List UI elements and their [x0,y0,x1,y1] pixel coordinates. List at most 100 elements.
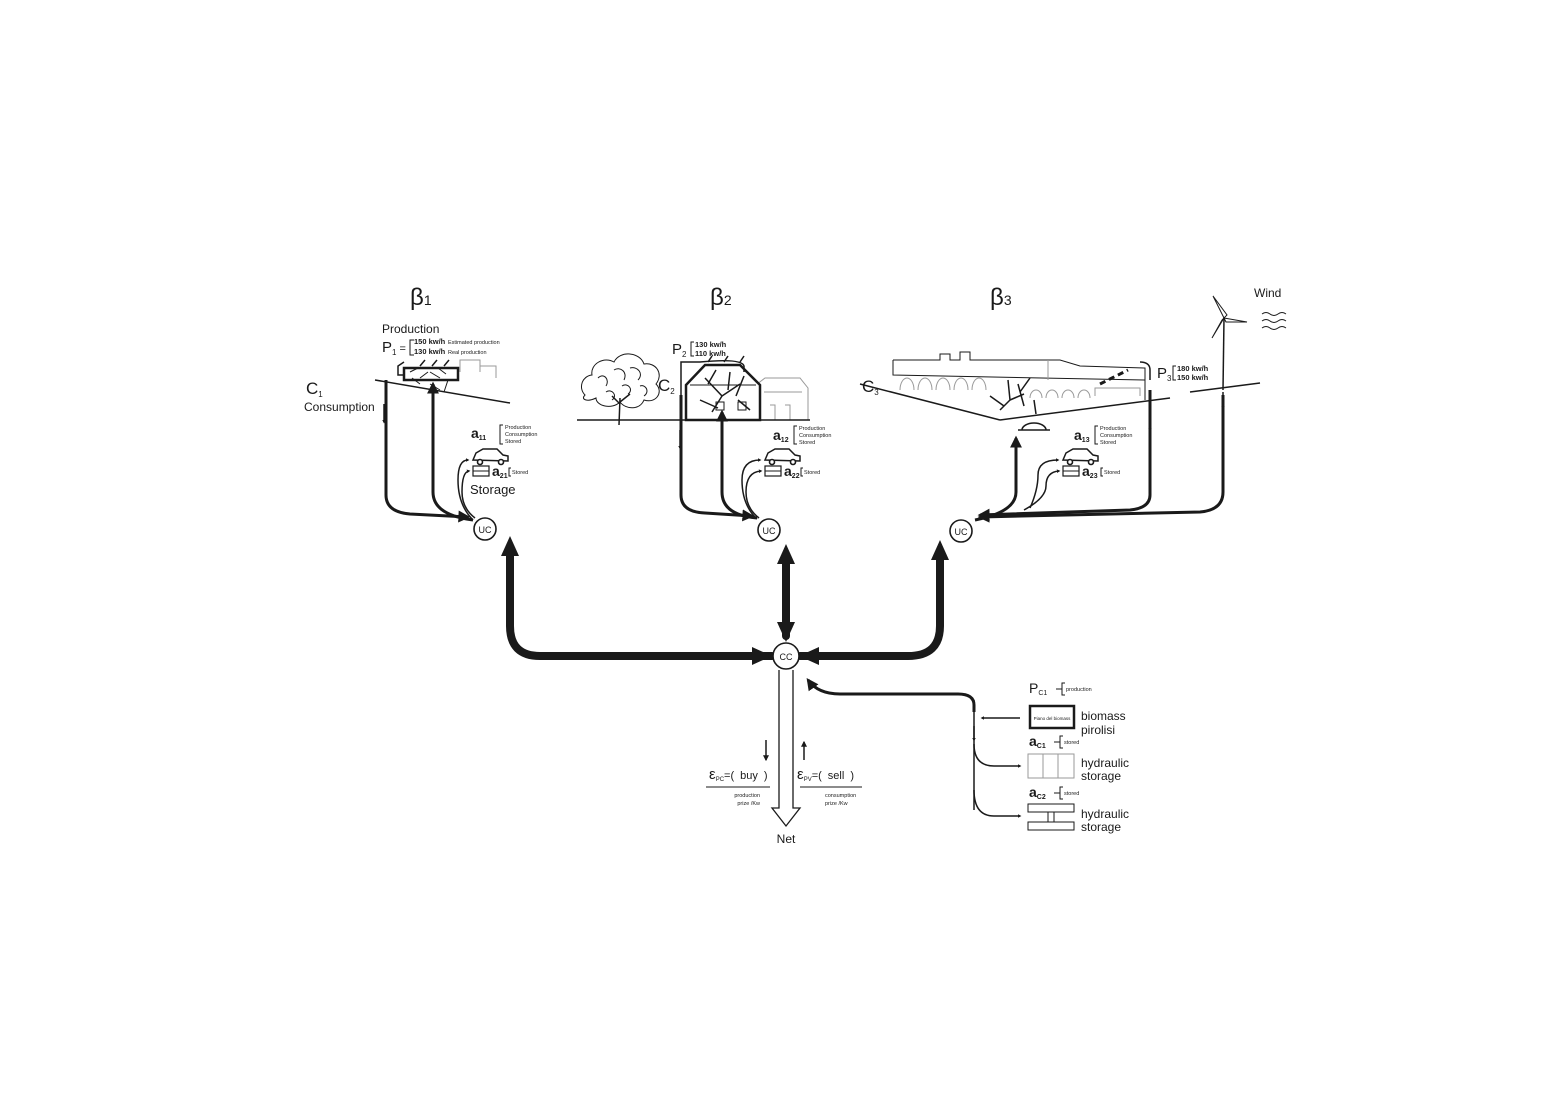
car-flow-2 [741,458,762,520]
ev-car-1-icon [471,448,509,462]
buy-formula: εPC=(buy) [709,766,768,783]
p3-bracket [1172,365,1176,381]
c3-label: C3 [862,377,879,397]
consumption-flow-3 [977,390,1152,521]
a12-list-0: Production [799,426,825,432]
p2-value-1: 130 kw/h [695,340,727,349]
sell-note-2: prize /Kw [825,801,848,807]
cc-uc3-link [796,552,944,660]
ground-line-3a [859,383,1001,421]
hydraulic-1-label-1: hydraulic [1081,756,1129,770]
turbine-ground-line [1189,382,1261,393]
hydraulic-2-flow [973,789,1022,818]
ac1-label: aC1 [1029,733,1046,750]
wind-turbine-icon [1211,295,1248,391]
p1-label: P1= [382,339,406,357]
pc1-list: production [1066,687,1092,693]
a22-label: a22 [784,463,800,480]
ground-line-1 [374,379,511,404]
ac2-list: stored [1064,791,1079,797]
a21-list-0: Stored [512,470,528,476]
car-flow-3 [1029,458,1060,509]
building-3-illustration [892,351,1146,431]
cluster-beta-3: β3 P3 180 kw/h 150 kw/h Wind C3 [859,284,1287,543]
wind-waves-icon [1261,312,1287,330]
consumption-flow-1 [384,380,471,523]
biomass-label-1: biomass [1081,709,1126,723]
production-flow-2 [716,409,758,520]
battery-flow-3 [1023,469,1061,511]
hydraulic-storage-2-icon [1027,803,1075,831]
beta-3-title: β3 [990,284,1012,311]
p3-label: P3 [1157,365,1172,383]
a11-list-1: Consumption [505,432,537,438]
a11-list-2: Stored [505,439,521,445]
uc-node-1 [473,517,497,541]
consumption-label: Consumption [304,400,375,414]
sell-note-1: consumption [825,793,856,799]
cc-uc1-link [506,548,776,660]
biomass-label-2: pirolisi [1081,723,1115,737]
wind-flow-3 [977,395,1225,523]
production-flow-3 [974,435,1022,522]
a13-list-2: Stored [1100,440,1116,446]
c1-label: C1 [306,379,323,399]
house-1-illustration [397,359,497,393]
cc-node [772,642,800,670]
plants-cc-link [806,678,976,712]
a12-list-1: Consumption [799,433,831,439]
hydraulic-storage-1-icon [1027,753,1075,779]
production-label: Production [382,322,439,336]
buy-note-1: production [734,793,760,799]
a23-list-0: Stored [1104,470,1120,476]
car-flow-1 [457,458,474,521]
a12-bracket [793,425,797,445]
battery-flow-1 [461,469,476,519]
a21-label: a21 [492,463,508,480]
p1-note-1: Estimated production [448,340,500,346]
ac1-list: stored [1064,740,1079,746]
uc-node-3 [949,519,973,543]
cluster-beta-1: β1 Production P1= 150 kw/h Estimated pro… [304,284,537,541]
a11-list-0: Production [505,425,531,431]
a13-bracket [1094,425,1098,445]
p1-value-2: 130 kw/h [414,347,446,356]
p3-value-1: 180 kw/h [1177,364,1209,373]
hydraulic-2-label-1: hydraulic [1081,807,1129,821]
a22-list-0: Stored [804,470,820,476]
storage-label: Storage [470,482,516,497]
wind-label: Wind [1254,286,1281,300]
a11-bracket [499,424,503,445]
ev-car-3-icon [1061,448,1099,462]
cluster-beta-2: β2 P2 130 kw/h 110 kw/h C2 a12 Productio… [577,284,831,542]
p2-value-2: 110 kw/h [695,349,726,358]
sell-formula: εPV=(sell) [797,766,854,783]
a13-list-0: Production [1100,426,1126,432]
hydraulic-2-label-2: storage [1081,820,1121,834]
p3-value-2: 150 kw/h [1177,373,1209,382]
p2-label: P2 [672,341,687,359]
a12-label: a12 [773,427,789,444]
a13-list-1: Consumption [1100,433,1132,439]
p1-note-2: Real production [448,350,487,356]
p2-connector [680,359,745,395]
net-arrow [770,670,802,828]
ac2-label: aC2 [1029,784,1046,801]
buy-note-2: prize /Kw [737,801,760,807]
central-network: CC Net εPC=(buy) production prize /Kw εP… [501,536,976,846]
c2-label: C2 [658,376,675,396]
plants-group: PC1 production Piano del biomass biomass… [972,680,1129,834]
uc-3-label: UC [955,527,968,537]
ground-line-3b [999,397,1171,421]
production-flow-1 [427,381,474,522]
tree-illustration [581,353,660,426]
beta-2-title: β2 [710,284,732,311]
hydraulic-1-flow [973,743,1022,768]
hydraulic-1-label-2: storage [1081,769,1121,783]
biomass-box-text: Piano del biomass [1034,716,1072,721]
p1-bracket [409,339,414,356]
uc-1-label: UC [479,525,492,535]
consumption-flow-2 [679,395,755,522]
ev-car-2-icon [763,448,801,462]
